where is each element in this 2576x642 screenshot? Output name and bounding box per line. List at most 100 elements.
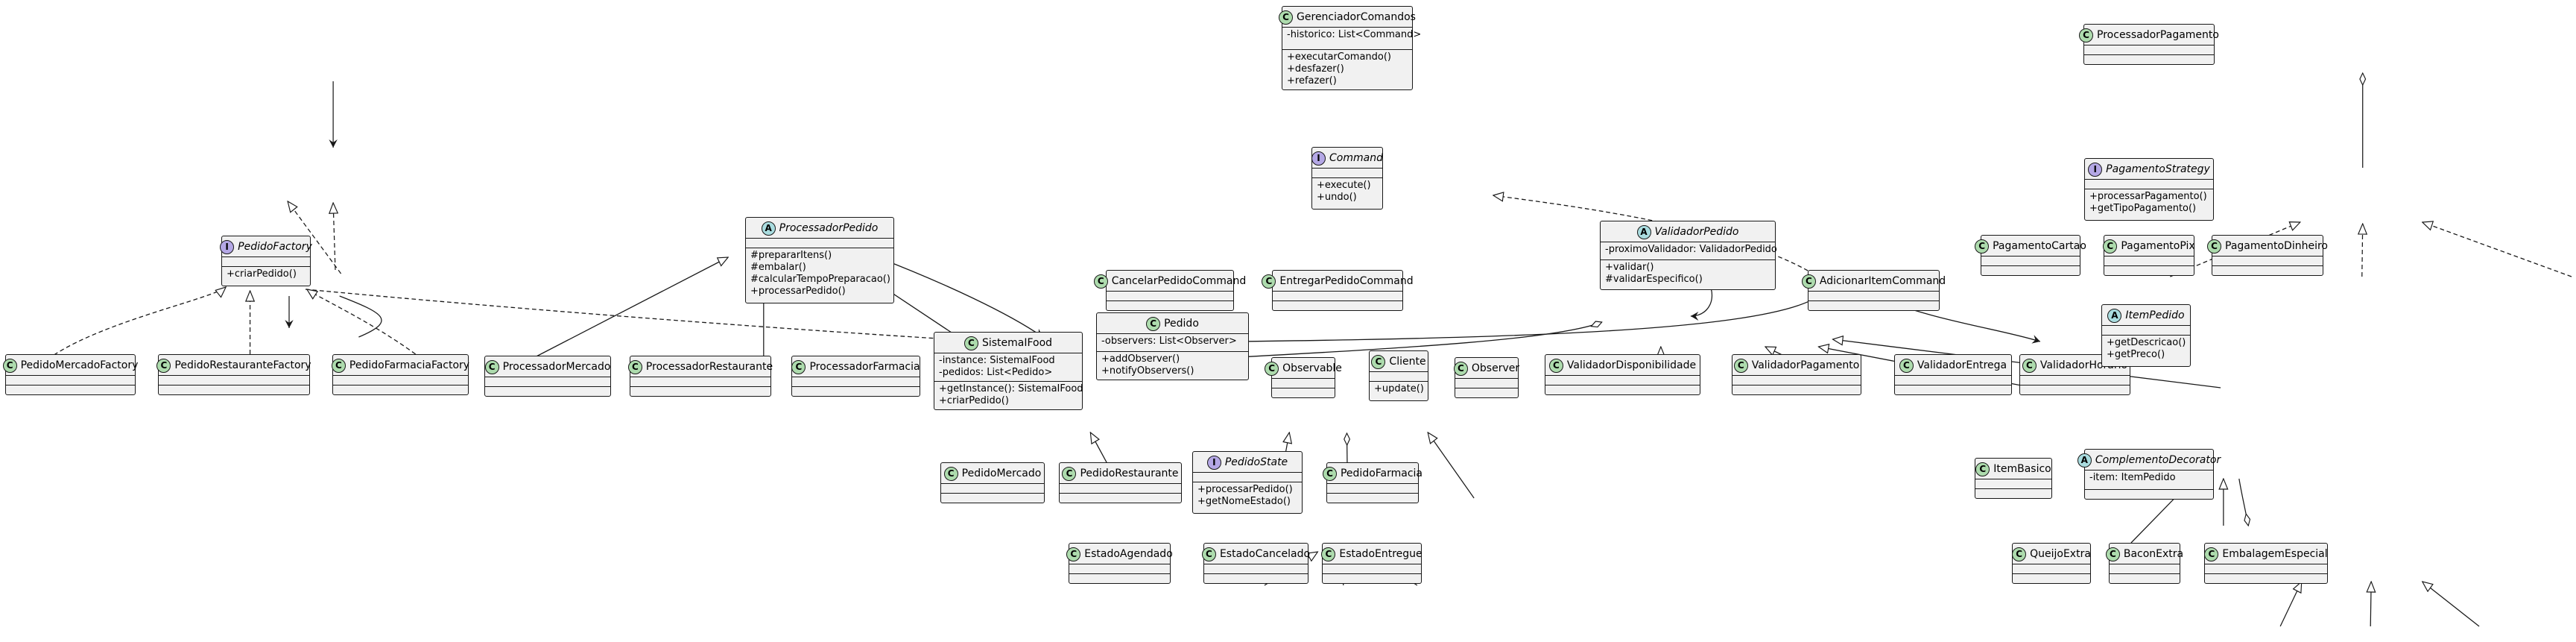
- attributes-section: [2104, 256, 2194, 265]
- attribute: -pedidos: List<Pedido>: [939, 367, 1053, 378]
- class-name: ComplementoDecorator: [2095, 454, 2221, 466]
- attributes-section: -item: ItemPedido: [2085, 470, 2213, 489]
- class-badge-icon: C: [1322, 466, 1337, 481]
- agg-processador-pedido: [877, 257, 1043, 338]
- attributes-section: [2085, 179, 2213, 189]
- class-badge-icon: C: [2079, 28, 2094, 43]
- class-badge-icon: C: [1733, 358, 1748, 373]
- method: +getNomeEstado(): [1197, 496, 1291, 507]
- class-badge-icon: C: [484, 359, 499, 374]
- methods-section: [1545, 385, 1700, 394]
- abstract-class-badge-icon: A: [1636, 224, 1651, 239]
- method: +getDescricao(): [2107, 337, 2186, 348]
- class-name: PedidoMercado: [961, 468, 1042, 479]
- class-badge-icon: C: [1801, 274, 1816, 289]
- methods-section: [1272, 388, 1335, 397]
- attributes-section: [1312, 168, 1382, 177]
- attributes-section: [159, 375, 309, 385]
- class-badge-icon: C: [1975, 462, 1990, 476]
- method: +undo(): [1317, 192, 1357, 203]
- class-name: PagamentoDinheiro: [2225, 240, 2328, 252]
- class-badge-icon: C: [2207, 239, 2222, 254]
- class-name: ItemBasico: [1993, 463, 2051, 475]
- attribute: -item: ItemPedido: [2089, 472, 2176, 483]
- inherit-pedidofarmacia: [1428, 432, 1475, 499]
- attributes-section: [941, 483, 1044, 493]
- methods-section: [1808, 300, 1939, 310]
- class-name: PagamentoPix: [2121, 240, 2195, 252]
- methods-section: +execute()+undo(): [1312, 177, 1382, 209]
- attribute: -observers: List<Observer>: [1101, 336, 1237, 347]
- inherit-procmercado: [536, 257, 728, 357]
- methods-section: [1107, 300, 1233, 310]
- methods-section: [1732, 385, 1861, 394]
- method: +getTipoPagamento(): [2089, 203, 2197, 214]
- attributes-section: [1808, 291, 1939, 300]
- methods-section: [1273, 300, 1402, 310]
- interface-badge-icon: I: [1206, 455, 1221, 470]
- method: +executarComando(): [1287, 51, 1391, 63]
- attributes-section: [2110, 564, 2180, 573]
- class-name: Observable: [1282, 362, 1342, 374]
- methods-section: [2110, 573, 2180, 583]
- inherit-embalagem: [2422, 582, 2480, 627]
- attributes-section: [2084, 45, 2214, 54]
- methods-section: [2013, 573, 2090, 583]
- class-badge-icon: C: [1093, 274, 1108, 289]
- class-badge-icon: C: [1453, 361, 1468, 376]
- class-name: PedidoState: [1224, 456, 1288, 468]
- methods-section: [1455, 388, 1518, 397]
- method: #embalar(): [750, 262, 806, 273]
- interface-badge-icon: I: [1311, 151, 1326, 166]
